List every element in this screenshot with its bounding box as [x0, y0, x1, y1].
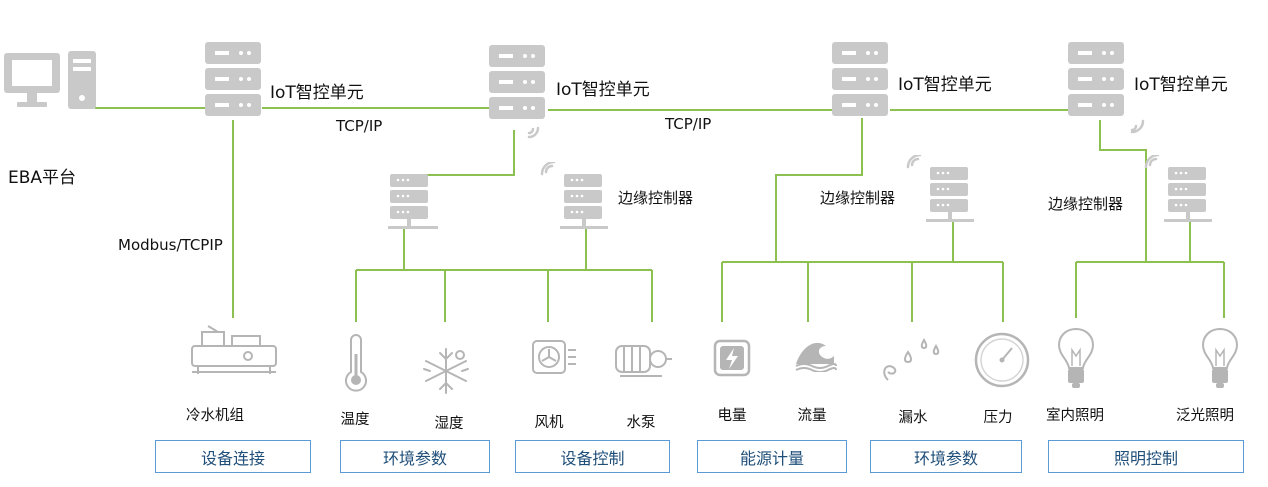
iot-unit-label: IoT智控单元	[898, 75, 992, 95]
humidity-icon	[416, 345, 476, 397]
iot-unit-label: IoT智控单元	[1134, 75, 1228, 95]
bulb-icon	[1200, 326, 1240, 390]
device-label: 电量	[717, 408, 747, 424]
device-label: 风机	[534, 415, 564, 431]
category-box: 设备连接	[155, 440, 311, 473]
category-box: 环境参数	[340, 440, 490, 473]
edge-controller-icon	[540, 162, 610, 234]
iot-unit-label: IoT智控单元	[270, 83, 364, 103]
device-label: 水泵	[626, 415, 656, 431]
server-icon	[1068, 42, 1126, 137]
server-icon	[832, 42, 890, 137]
category-box: 照明控制	[1048, 440, 1244, 473]
device-label: 湿度	[434, 416, 464, 432]
device-label: 流量	[797, 408, 827, 424]
server-icon	[205, 42, 263, 122]
device-label: 室内照明	[1046, 408, 1104, 424]
edge-controller-label: 边缘控制器	[820, 189, 896, 207]
edge-controller-icon	[1144, 155, 1214, 227]
wifi-icon	[1128, 112, 1148, 134]
edge-controller-label: 边缘控制器	[618, 189, 694, 207]
edge-controller-icon	[388, 174, 438, 234]
computer-icon	[2, 50, 98, 112]
device-label: 温度	[340, 412, 370, 428]
flow-icon	[792, 336, 838, 372]
eba-platform-label: EBA平台	[8, 168, 77, 188]
fan-icon	[530, 338, 578, 382]
category-box: 环境参数	[870, 440, 1022, 473]
electricity-icon	[712, 338, 752, 378]
device-label: 压力	[983, 410, 1013, 426]
chiller-icon	[188, 322, 280, 378]
bulb-icon	[1056, 326, 1096, 390]
pressure-gauge-icon	[972, 328, 1032, 388]
device-label: 泛光照明	[1176, 408, 1234, 424]
protocol-label: TCP/IP	[336, 117, 383, 135]
edge-controller-label: 边缘控制器	[1048, 195, 1124, 213]
device-label: 冷水机组	[186, 408, 244, 424]
category-box: 设备控制	[515, 440, 670, 473]
protocol-label: Modbus/TCPIP	[118, 236, 223, 254]
protocol-label: TCP/IP	[665, 115, 712, 133]
edge-controller-icon	[906, 155, 976, 227]
iot-unit-label: IoT智控单元	[556, 80, 650, 100]
device-label: 漏水	[898, 410, 928, 426]
pump-icon	[612, 338, 674, 380]
category-box: 能源计量	[697, 440, 847, 473]
thermometer-icon	[338, 334, 374, 396]
server-icon	[489, 45, 547, 140]
water-leak-icon	[878, 332, 950, 386]
